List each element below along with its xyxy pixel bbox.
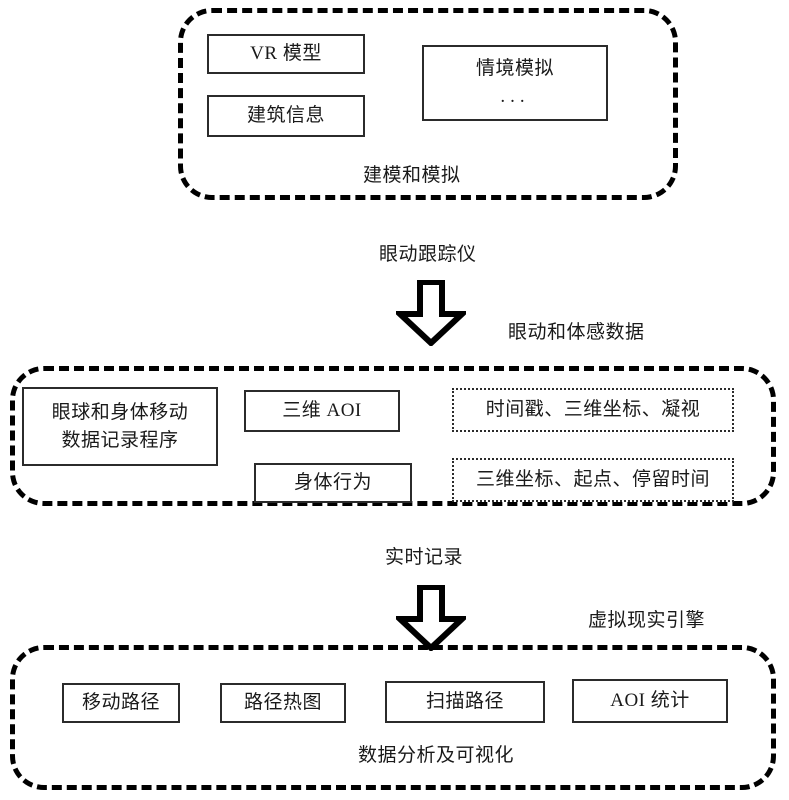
node-path-heatmap[interactable]: 路径热图 <box>220 683 346 723</box>
node-three-dimensional-aoi-label: 三维 AOI <box>282 400 362 422</box>
node-movement-path[interactable]: 移动路径 <box>62 683 180 723</box>
node-building-info[interactable]: 建筑信息 <box>207 95 365 137</box>
node-scan-path[interactable]: 扫描路径 <box>385 681 545 723</box>
node-body-behavior[interactable]: 身体行为 <box>254 463 412 503</box>
node-coords-origin-dwell-label: 三维坐标、起点、停留时间 <box>475 469 710 491</box>
label-realtime-recording: 实时记录 <box>385 547 464 568</box>
node-eye-body-movement-recorder-line2: 数据记录程序 <box>61 429 179 451</box>
group-modeling-simulation <box>178 8 678 200</box>
node-scenario-simulation-ellipsis: ... <box>500 86 530 107</box>
node-body-behavior-label: 身体行为 <box>293 472 372 494</box>
node-aoi-statistics[interactable]: AOI 统计 <box>572 679 728 723</box>
node-vr-model-label: VR 模型 <box>250 43 322 65</box>
node-building-info-label: 建筑信息 <box>246 105 325 127</box>
node-timestamp-coords-gaze[interactable]: 时间戳、三维坐标、凝视 <box>452 388 734 432</box>
node-path-heatmap-label: 路径热图 <box>243 692 322 714</box>
node-vr-model[interactable]: VR 模型 <box>207 34 365 74</box>
node-scan-path-label: 扫描路径 <box>425 691 504 713</box>
label-eye-tracker: 眼动跟踪仪 <box>379 244 477 265</box>
label-vr-engine: 虚拟现实引擎 <box>588 610 706 631</box>
group-analysis-visualization <box>10 645 776 790</box>
node-eye-body-movement-recorder-line1: 眼球和身体移动 <box>51 401 189 423</box>
node-eye-body-movement-recorder[interactable]: 眼球和身体移动 数据记录程序 <box>22 387 218 466</box>
node-aoi-statistics-label: AOI 统计 <box>610 690 690 712</box>
node-scenario-simulation[interactable]: 情境模拟 ... <box>422 45 608 121</box>
label-eye-and-body-data: 眼动和体感数据 <box>508 322 645 343</box>
arrow-top-down-icon <box>396 280 466 346</box>
caption-analysis-visualization: 数据分析及可视化 <box>358 745 515 766</box>
group-data-recording <box>10 366 776 506</box>
node-coords-origin-dwell[interactable]: 三维坐标、起点、停留时间 <box>452 458 734 502</box>
node-scenario-simulation-label: 情境模拟 <box>475 58 554 80</box>
node-timestamp-coords-gaze-label: 时间戳、三维坐标、凝视 <box>485 399 701 421</box>
arrow-bottom-down-icon <box>396 585 466 651</box>
node-movement-path-label: 移动路径 <box>81 692 160 714</box>
caption-modeling-simulation: 建模和模拟 <box>363 165 461 186</box>
node-three-dimensional-aoi[interactable]: 三维 AOI <box>244 390 400 432</box>
